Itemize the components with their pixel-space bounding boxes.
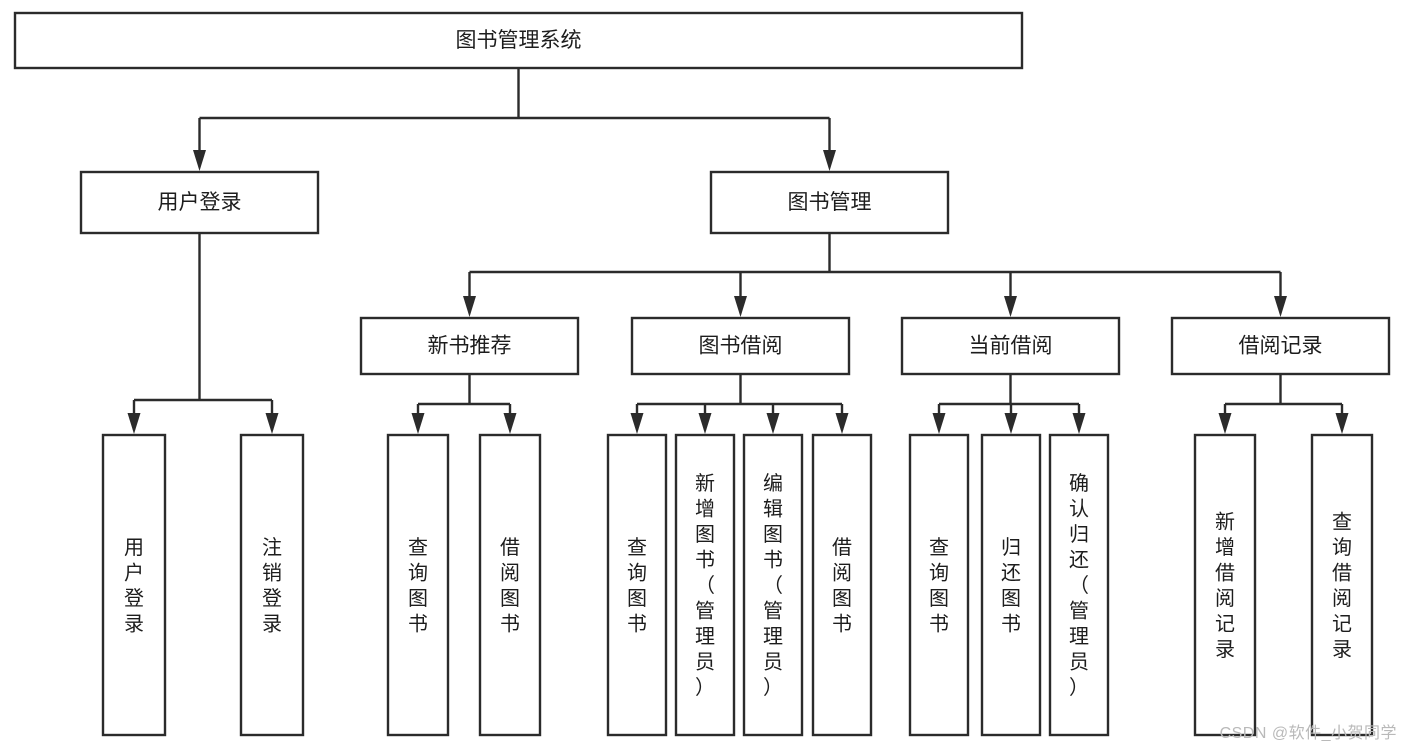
node-current-borrow[interactable]: 当前借阅 [900,316,1121,376]
node-box[interactable] [478,433,542,737]
node-book-borrow[interactable]: 图书借阅 [630,316,851,376]
node-label: 用户登录 [124,537,144,636]
node-box[interactable] [811,433,873,737]
arrowhead-icon [932,413,946,434]
arrowhead-icon [1004,413,1018,434]
node-leaf-logout[interactable]: 注销登录 [239,433,305,737]
arrowhead-icon [411,413,425,434]
arrowhead-icon [630,413,644,434]
node-box[interactable] [980,433,1042,737]
nodes-layer: 图书管理系统用户登录图书管理新书推荐图书借阅当前借阅借阅记录用户登录注销登录查询… [13,11,1391,737]
arrowhead-icon [823,150,836,171]
node-box[interactable] [239,433,305,737]
node-label: 注销登录 [262,536,282,636]
node-box[interactable] [1310,433,1374,737]
node-label: 编辑图书（管理员） [763,472,783,699]
node-label: 图书管理系统 [456,29,582,52]
arrowhead-icon [463,296,476,317]
node-book-management[interactable]: 图书管理 [709,170,950,235]
arrowhead-icon [1335,413,1349,434]
node-leaf-add-book[interactable]: 新增图书（管理员） [674,433,736,737]
node-label: 图书管理 [788,191,872,214]
node-box[interactable] [674,433,736,737]
arrowhead-icon [193,150,206,171]
node-box[interactable] [606,433,668,737]
node-label: 借阅图书 [832,536,852,636]
node-borrow-record[interactable]: 借阅记录 [1170,316,1391,376]
node-box[interactable] [101,433,167,737]
node-box[interactable] [630,316,851,376]
arrowhead-icon [734,296,747,317]
node-box[interactable] [1170,316,1391,376]
node-leaf-query-record[interactable]: 查询借阅记录 [1310,433,1374,737]
node-box[interactable] [900,316,1121,376]
node-box[interactable] [79,170,320,235]
node-label: 查询图书 [408,536,428,636]
node-label: 确认归还（管理员） [1069,472,1089,699]
arrowhead-icon [1274,296,1287,317]
arrowhead-icon [766,413,780,434]
node-label: 新书推荐 [428,335,512,358]
arrowhead-icon [127,413,141,434]
node-box[interactable] [386,433,450,737]
node-label: 新增借阅记录 [1215,510,1235,661]
node-leaf-confirm-return[interactable]: 确认归还（管理员） [1048,433,1110,737]
connectors-layer [127,68,1349,434]
node-label: 借阅记录 [1239,335,1323,358]
node-root[interactable]: 图书管理系统 [13,11,1024,70]
arrowhead-icon [1072,413,1086,434]
node-leaf-edit-book[interactable]: 编辑图书（管理员） [742,433,804,737]
node-user-login[interactable]: 用户登录 [79,170,320,235]
node-label: 用户登录 [158,191,242,214]
arrowhead-icon [265,413,279,434]
node-leaf-user-login[interactable]: 用户登录 [101,433,167,737]
arrowhead-icon [698,413,712,434]
node-label: 借阅图书 [500,536,520,636]
node-leaf-query-book-3[interactable]: 查询图书 [908,433,970,737]
node-box[interactable] [709,170,950,235]
node-label: 查询图书 [929,536,949,636]
node-label: 图书借阅 [699,335,783,358]
node-box[interactable] [742,433,804,737]
arrowhead-icon [503,413,517,434]
node-leaf-borrow-book-1[interactable]: 借阅图书 [478,433,542,737]
node-label: 当前借阅 [969,335,1053,358]
node-leaf-query-book-1[interactable]: 查询图书 [386,433,450,737]
node-new-book-recommend[interactable]: 新书推荐 [359,316,580,376]
node-label: 查询借阅记录 [1332,510,1352,661]
node-label: 归还图书 [1001,536,1021,636]
node-label: 查询图书 [627,536,647,636]
node-box[interactable] [1193,433,1257,737]
node-box[interactable] [13,11,1024,70]
node-leaf-return-book[interactable]: 归还图书 [980,433,1042,737]
node-label: 新增图书（管理员） [695,472,715,699]
node-leaf-add-record[interactable]: 新增借阅记录 [1193,433,1257,737]
arrowhead-icon [1218,413,1232,434]
node-leaf-borrow-book-2[interactable]: 借阅图书 [811,433,873,737]
node-leaf-query-book-2[interactable]: 查询图书 [606,433,668,737]
arrowhead-icon [835,413,849,434]
arrowhead-icon [1004,296,1017,317]
node-box[interactable] [359,316,580,376]
node-box[interactable] [1048,433,1110,737]
node-box[interactable] [908,433,970,737]
